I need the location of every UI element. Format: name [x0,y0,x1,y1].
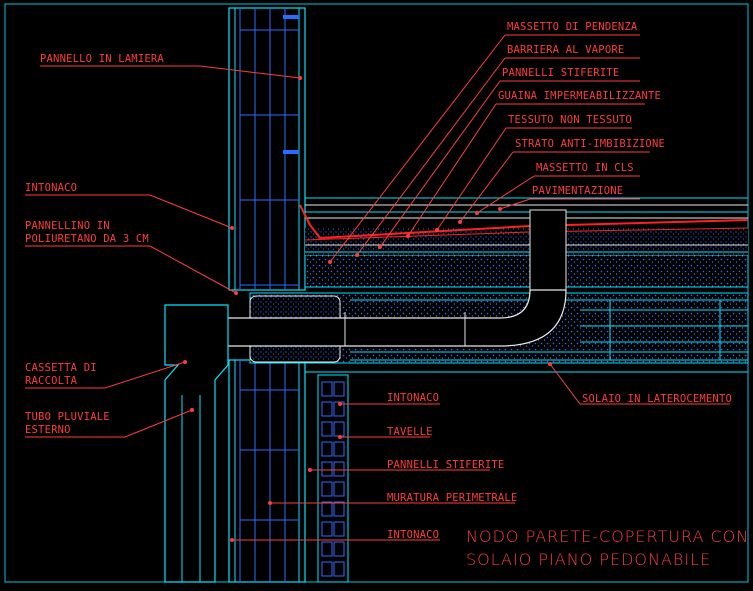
label-tubo-line1: TUBO PLUVIALE [25,411,110,423]
drawing-title-line1: NODO PARETE-COPERTURA CON [466,527,750,546]
label-muratura: MURATURA PERIMETRALE [387,492,518,504]
label-barriera-vapore: BARRIERA AL VAPORE [507,44,625,56]
label-tubo-line2: ESTERNO [25,424,71,436]
leader-lines [25,34,730,541]
label-guaina: GUAINA IMPERMEABILIZZANTE [498,90,662,102]
label-solaio: SOLAIO IN LATEROCEMENTO [582,393,732,405]
gutter-box [164,304,229,583]
label-cassetta-line1: CASSETTA DI [25,362,97,374]
label-pannelli-stiferite-low: PANNELLI STIFERITE [387,459,505,471]
label-pavimentazione: PAVIMENTAZIONE [532,185,624,197]
label-pannellino-line1: PANNELLINO IN [25,220,110,232]
label-tavelle: TAVELLE [387,426,433,438]
lower-wall [228,359,349,583]
label-tessuto: TESSUTO NON TESSUTO [508,114,632,126]
label-cassetta-line2: RACCOLTA [25,375,78,387]
label-intonaco-right2: INTONACO [387,529,440,541]
label-massetto-cls: MASSETTO IN CLS [536,162,634,174]
label-massetto-pendenza: MASSETTO DI PENDENZA [507,21,638,33]
drawing-title-line2: SOLAIO PIANO PEDONABILE [466,550,712,569]
label-pannello-lamiera: PANNELLO IN LAMIERA [40,53,164,65]
upper-wall [228,7,306,291]
leader-dots [183,76,552,542]
label-intonaco-right1: INTONACO [387,392,440,404]
label-intonaco-top: INTONACO [25,182,78,194]
label-pannelli-stiferite-top: PANNELLI STIFERITE [502,67,620,79]
drain-pipe [217,209,567,347]
label-strato: STRATO ANTI-IMBIBIZIONE [515,138,665,150]
roof-layers [299,197,749,288]
label-pannellino-line2: POLIURETANO DA 3 CM [25,233,149,245]
